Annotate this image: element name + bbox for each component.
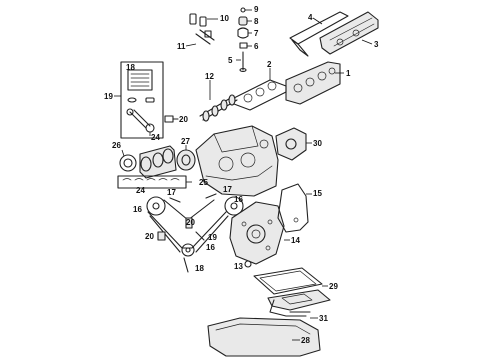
callout-20-left: 20 [145,232,154,241]
callout-24-bottom: 24 [136,186,145,195]
callout-10: 10 [220,14,229,23]
timing-cover [229,201,290,268]
callout-17-left: 17 [167,188,176,197]
piston-rod-kit [114,61,164,139]
callout-20-top: 20 [186,218,195,227]
callout-27: 27 [181,137,190,146]
oil-pan-gasket [253,267,328,295]
callout-24-top: 24 [151,133,160,142]
callout-7: 7 [254,29,259,38]
callout-8: 8 [254,17,259,26]
valve-spring-parts [185,7,252,73]
callout-9: 9 [254,5,259,14]
callout-29: 29 [329,282,338,291]
callout-6: 6 [254,42,259,51]
callout-5: 5 [228,56,233,65]
callout-25: 25 [199,178,208,187]
callout-21: 18 [126,63,135,72]
callout-4: 4 [308,13,313,22]
callout-16-left: 16 [133,205,142,214]
crankshaft-assembly [117,145,196,189]
callout-15: 15 [313,189,322,198]
callout-3: 3 [374,40,379,49]
water-pump [275,127,312,161]
engine-block [195,125,279,197]
oil-pan [207,317,321,357]
callout-17-right: 17 [223,185,232,194]
callout-23: 20 [179,115,188,124]
callout-30: 30 [313,139,322,148]
callout-18: 18 [195,264,204,273]
oil-pump-windage [267,289,331,319]
valve-cover [289,11,379,57]
bolt-23 [164,115,179,123]
callout-2: 2 [267,60,272,69]
callout-13: 13 [234,262,243,271]
timing-chain [146,193,244,273]
callout-31: 31 [319,314,328,323]
callout-26: 26 [112,141,121,150]
callout-16-right: 16 [234,195,243,204]
callout-19: 19 [208,233,217,242]
camshaft [199,80,238,122]
callout-11: 11 [177,42,186,51]
cylinder-head [285,61,344,105]
head-gasket [233,68,287,111]
cover-gasket [277,183,312,233]
callout-22: 19 [104,92,113,101]
callout-16-lower: 16 [206,243,215,252]
callout-14: 14 [291,236,300,245]
callout-12: 12 [205,72,214,81]
callout-1: 1 [346,69,351,78]
callout-28: 28 [301,336,310,345]
